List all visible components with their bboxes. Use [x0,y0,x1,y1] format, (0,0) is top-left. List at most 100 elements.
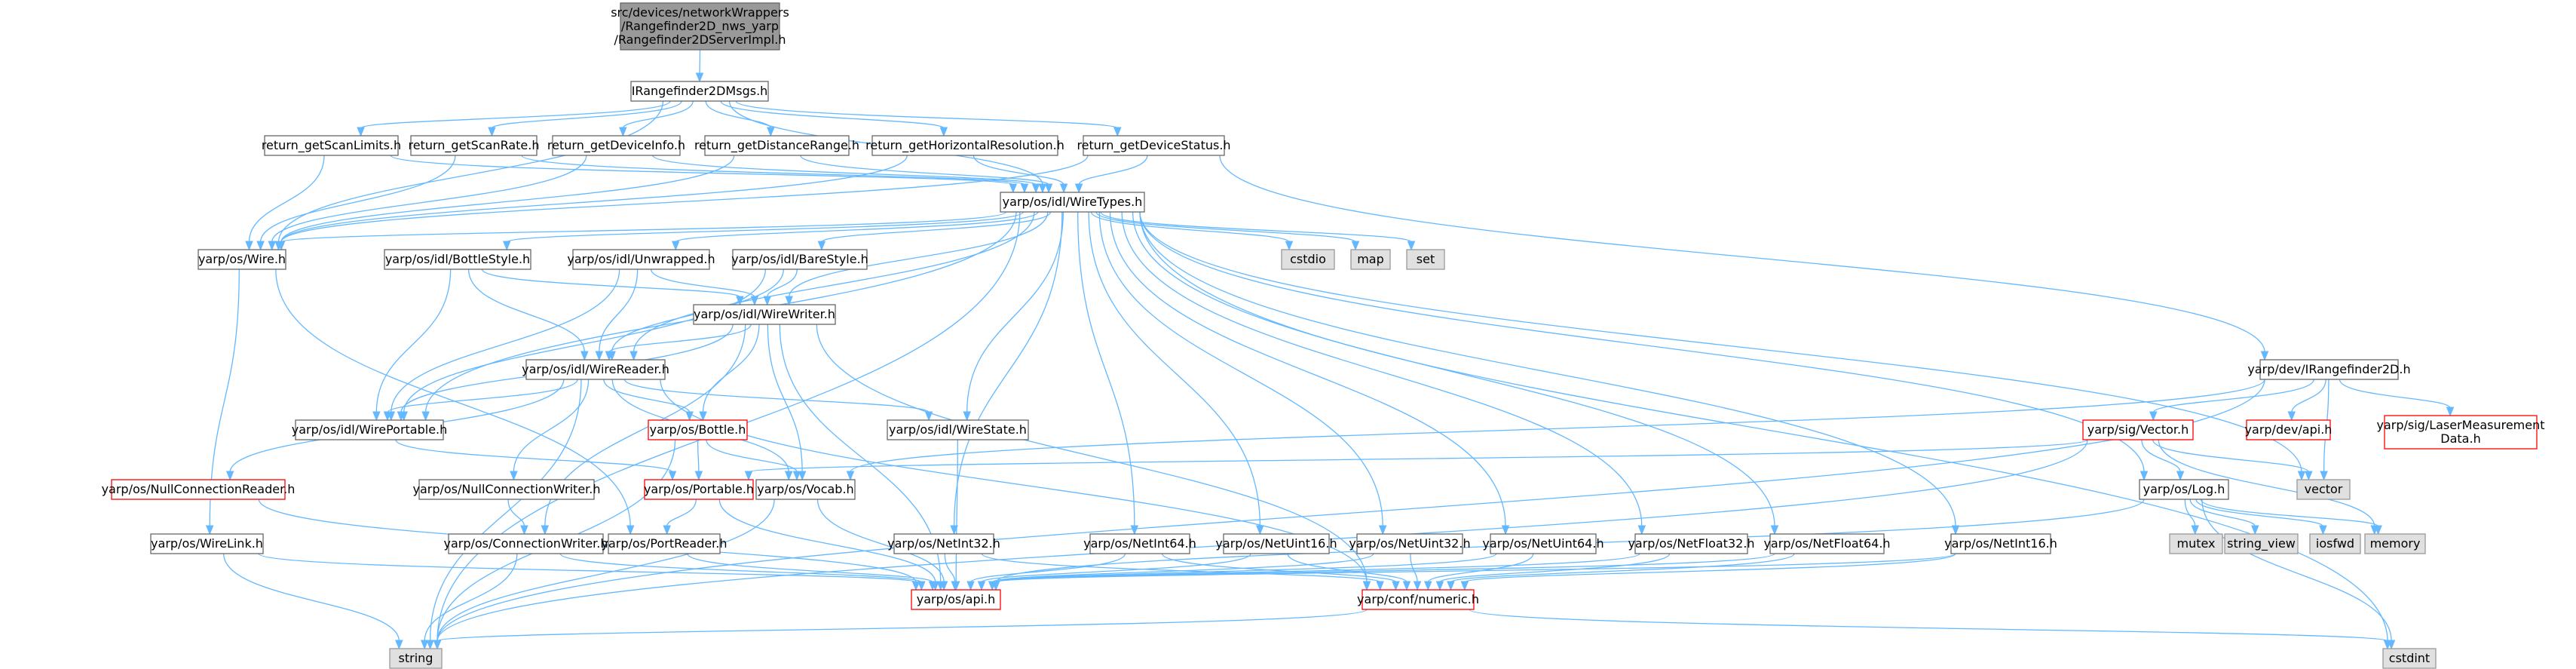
node-box [911,589,1001,610]
edge-line [1464,553,1956,583]
node-connwriter[interactable]: yarp/os/ConnectionWriter.h [443,533,608,554]
node-netuint32[interactable]: yarp/os/NetUint32.h [1349,533,1471,554]
node-wirestate[interactable]: yarp/os/idl/WireState.h [887,419,1029,440]
node-portable[interactable]: yarp/os/Portable.h [644,479,754,500]
node-netint16[interactable]: yarp/os/NetInt16.h [1944,533,2057,554]
edge-line [969,553,1126,583]
node-irf2d[interactable]: yarp/dev/IRangefinder2D.h [2247,359,2411,380]
node-netfloat64[interactable]: yarp/os/NetFloat64.h [1763,533,1891,554]
node-label: yarp/os/Bottle.h [650,422,746,437]
edge-line [387,379,578,413]
edge-line [1090,211,1290,243]
node-wirereader[interactable]: yarp/os/idl/WireReader.h [522,359,669,380]
edge-deviceinfo-to-wire [268,155,587,251]
edge-line [436,609,1368,642]
edge-root-to-irf2dmsgs [695,49,704,83]
node-devstatus[interactable]: return_getDeviceStatus.h [1077,135,1231,156]
node-numeric[interactable]: yarp/conf/numeric.h [1357,589,1479,610]
node-label: return_getDeviceStatus.h [1077,138,1230,153]
edge-line [2201,499,2392,642]
edge-line [2189,499,2256,527]
edge-line [650,269,755,298]
node-netfloat32[interactable]: yarp/os/NetFloat32.h [1628,533,1755,554]
edge-arrowhead [2191,525,2199,536]
edge-arrowhead [1038,183,1047,194]
node-unwrapped[interactable]: yarp/os/idl/Unwrapped.h [567,249,715,270]
edge-wiretypes-to-cstdint [1139,211,2392,650]
node-netint64[interactable]: yarp/os/NetInt64.h [1083,533,1196,554]
node-devapi[interactable]: yarp/dev/api.h [2245,419,2332,440]
edge-line [280,211,1007,243]
node-distrange[interactable]: return_getDistanceRange.h [694,135,859,156]
node-netint32[interactable]: yarp/os/NetInt32.h [887,533,1000,554]
node-root[interactable]: src/devices/networkWrappers/Rangefinder2… [611,2,789,51]
edge-line [973,155,1064,186]
edge-arrowhead [1435,581,1444,591]
edge-line [995,553,1640,583]
node-barestyle[interactable]: yarp/os/idl/BareStyle.h [731,249,868,270]
edge-line [513,379,590,473]
edge-arrowhead [763,296,772,306]
node-box [2309,533,2361,554]
edge-line [2184,499,2196,527]
edge-arrowhead [395,640,403,650]
node-netuint16[interactable]: yarp/os/NetUint16.h [1215,533,1337,554]
node-wire[interactable]: yarp/os/Wire.h [198,249,286,270]
node-portreader[interactable]: yarp/os/PortReader.h [601,533,727,554]
edge-line [995,553,1956,583]
edge-line [2200,499,2379,527]
edge-portable-to-portreader [663,499,697,536]
node-osapi[interactable]: yarp/os/api.h [911,589,1001,610]
node-mutex: mutex [2169,533,2223,554]
node-label: IRangefinder2DMsgs.h [632,84,768,98]
edge-log-to-cstdint [2201,499,2396,650]
node-nullconnwriter[interactable]: yarp/os/NullConnectionWriter.h [412,479,601,500]
edge-portreader-to-osapi [687,553,937,591]
node-wireportable[interactable]: yarp/os/idl/WirePortable.h [292,419,448,440]
edge-line [944,553,956,583]
node-label: return_getHorizontalResolution.h [865,138,1064,153]
node-netuint64[interactable]: yarp/os/NetUint64.h [1482,533,1604,554]
node-scanrate[interactable]: return_getScanRate.h [408,135,540,156]
edge-arrowhead [433,640,442,650]
node-box [893,533,994,554]
node-wirelink[interactable]: yarp/os/WireLink.h [150,533,264,554]
node-label: yarp/os/NullConnectionReader.h [102,482,296,496]
edge-line [1098,211,1383,527]
edge-arrowhead [846,471,855,481]
node-horizres[interactable]: return_getHorizontalResolution.h [865,135,1064,156]
node-box [1406,249,1445,270]
node-string: string [389,648,443,669]
node-scanlimits[interactable]: return_getScanLimits.h [262,135,401,156]
edge-arrowhead [924,411,933,422]
edge-netfloat32-to-numeric [1435,553,1671,591]
node-deviceinfo[interactable]: return_getDeviceInfo.h [547,135,685,156]
node-label: yarp/os/ConnectionWriter.h [443,536,608,551]
edge-line [816,499,945,583]
edge-arrowhead [420,640,429,650]
edge-line [491,100,682,129]
edge-arrowhead [785,296,793,306]
node-wiretypes[interactable]: yarp/os/idl/WireTypes.h [1000,192,1145,213]
edge-netuint16-to-osapi [977,553,1251,591]
edge-arrowhead [1351,241,1360,251]
edge-arrowhead [1020,183,1029,194]
node-sigvector[interactable]: yarp/sig/Vector.h [2082,419,2194,440]
node-nullconnreader[interactable]: yarp/os/NullConnectionReader.h [102,479,296,500]
edge-arrowhead [950,525,958,536]
edge-arrowhead [520,525,528,536]
node-wirewriter[interactable]: yarp/os/idl/WireWriter.h [693,304,836,325]
edge-line [2339,379,2451,409]
node-bottle[interactable]: yarp/os/Bottle.h [648,419,748,440]
node-bottlestyle[interactable]: yarp/os/idl/BottleStyle.h [384,249,531,270]
node-box [1223,533,1330,554]
node-vocab[interactable]: yarp/os/Vocab.h [755,479,856,500]
edge-arrowhead [1285,241,1294,251]
edge-line [1077,211,1135,527]
node-irf2dmsgs[interactable]: IRangefinder2DMsgs.h [630,81,769,102]
edge-line [390,155,1014,186]
node-label: return_getScanLimits.h [262,138,401,153]
node-log[interactable]: yarp/os/Log.h [2139,479,2229,500]
edge-arrowhead [1074,183,1083,194]
